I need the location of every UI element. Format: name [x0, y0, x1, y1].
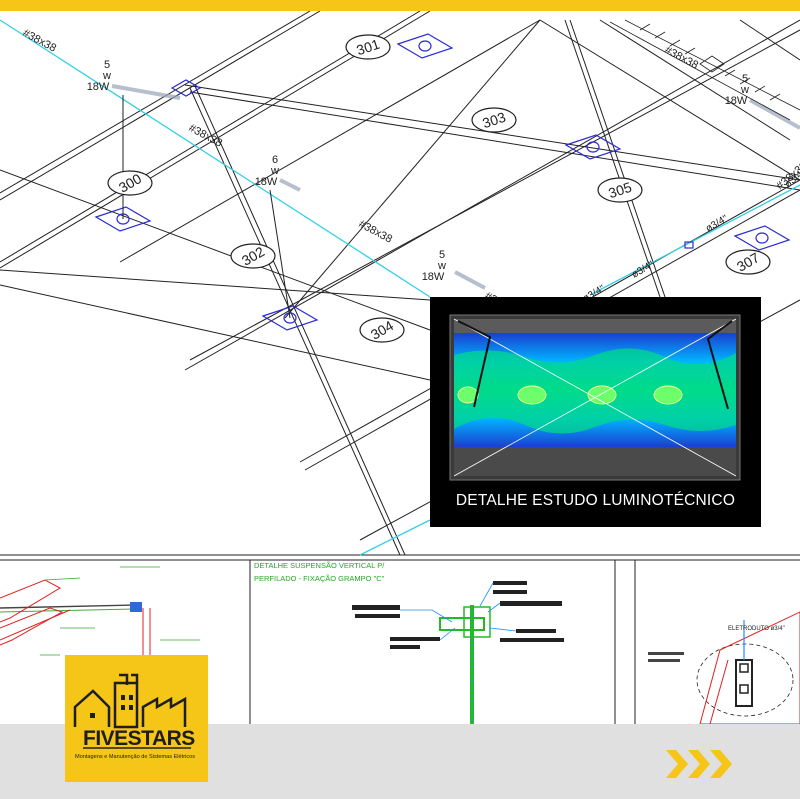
- room-label: 301: [354, 36, 381, 59]
- brand-name: FIVESTARS: [83, 727, 195, 750]
- lum-unit: w: [437, 260, 446, 272]
- room-label: 305: [606, 179, 633, 202]
- suspension-detail-title: DETALHE SUSPENSÃO VERTICAL P/: [254, 561, 385, 570]
- suspension-detail-subtitle: PERFILADO - FIXAÇÃO GRAMPO "C": [254, 574, 385, 583]
- lighting-study-render: [449, 314, 741, 481]
- room-label: 303: [480, 109, 507, 132]
- lum-qty: 6: [272, 154, 278, 166]
- fivestars-logo: FIVESTARS Montagens e Manutenção de Sist…: [65, 655, 208, 782]
- brand-tagline: Montagens e Manutenção de Sistemas Elétr…: [75, 754, 196, 760]
- conduit-run: [0, 19, 800, 556]
- lum-unit: w: [740, 84, 749, 96]
- conduit-label: #38x38: [21, 27, 59, 55]
- lum-power: 18W: [87, 81, 110, 93]
- detail-caption: DETALHE ESTUDO LUMINOTÉCNICO: [455, 492, 736, 509]
- lum-unit: w: [102, 70, 111, 82]
- stair-symbol: [609, 19, 800, 121]
- lighting-study-detail: DETALHE ESTUDO LUMINOTÉCNICO: [430, 297, 761, 527]
- room-tags: [107, 34, 771, 343]
- lum-qty: 5: [439, 249, 445, 261]
- lum-power: 18W: [422, 271, 445, 283]
- next-slide-button[interactable]: [664, 744, 738, 784]
- house-factory-icon: [73, 673, 191, 749]
- luminaire-labels: 5 w 18W 6 w 18W 5 w 18W 5 w 18W: [87, 59, 749, 283]
- conduit-label: #38x38: [357, 218, 395, 246]
- lower-detail-right: ELETRODUTO ø3/4": [648, 611, 800, 724]
- triple-chevron-right-icon: [666, 750, 732, 778]
- conduit-note: ELETRODUTO ø3/4": [728, 626, 785, 632]
- lum-qty: 5: [742, 73, 748, 85]
- luminaire-drops: [122, 95, 291, 319]
- lum-qty: 5: [104, 59, 110, 71]
- luminaire-symbols: [94, 33, 791, 331]
- lum-unit: w: [270, 165, 279, 177]
- luminaire-bars: [111, 84, 800, 290]
- lum-power: 18W: [725, 95, 748, 107]
- top-accent-bar: [0, 0, 800, 11]
- technical-drawing: 301 303 300 305 302 307 304 #38x38 #38x3…: [0, 11, 800, 724]
- lower-detail-center: DETALHE SUSPENSÃO VERTICAL P/ PERFILADO …: [254, 561, 564, 724]
- lum-power: 18W: [255, 176, 278, 188]
